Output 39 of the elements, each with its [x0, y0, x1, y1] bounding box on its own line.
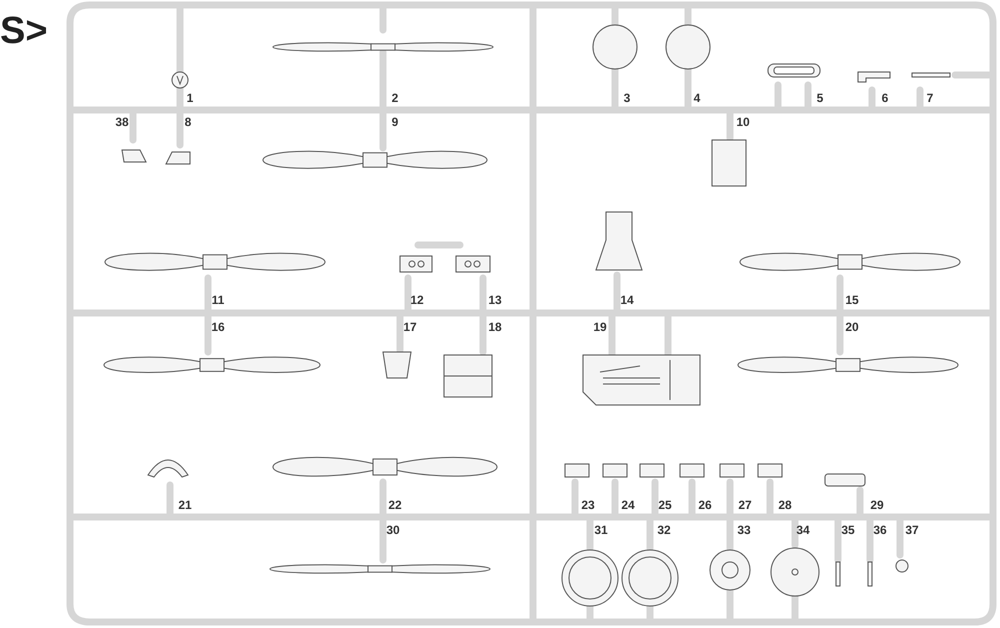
part-number: 25	[658, 499, 672, 511]
part-number: 33	[737, 524, 751, 536]
part-number: 38	[115, 116, 129, 128]
part-number: 32	[657, 524, 671, 536]
part-number: 27	[738, 499, 752, 511]
part-number: 3	[624, 92, 630, 104]
part-number: 7	[926, 92, 934, 104]
part-number: 37	[905, 524, 919, 536]
part-number: 4	[694, 92, 700, 104]
part-number: 36	[873, 524, 887, 536]
part-number: 2	[392, 92, 398, 104]
sprue-letter: S>	[0, 12, 48, 50]
part-number: 17	[403, 321, 417, 333]
part-number: 18	[488, 321, 502, 333]
part-number: 35	[841, 524, 855, 536]
part-number: 24	[621, 499, 635, 511]
part-number: 6	[882, 92, 888, 104]
part-number: 5	[816, 92, 824, 104]
part-number: 1	[186, 92, 194, 104]
part-number: 14	[620, 294, 634, 306]
part-number: 12	[410, 294, 424, 306]
part-number: 9	[392, 116, 398, 128]
part-number: 20	[845, 321, 859, 333]
part-number: 15	[845, 294, 859, 306]
part-number: 26	[698, 499, 712, 511]
part-number: 22	[388, 499, 402, 511]
part-number: 19	[593, 321, 607, 333]
part-number: 34	[796, 524, 810, 536]
part-number: 16	[211, 321, 225, 333]
part-number: 11	[212, 294, 224, 306]
part-number: 28	[778, 499, 792, 511]
part-number: 13	[488, 294, 502, 306]
part-number: 21	[178, 499, 192, 511]
part-number: 31	[594, 524, 608, 536]
part-number: 30	[386, 524, 400, 536]
part-number: 29	[870, 499, 884, 511]
part-number: 10	[736, 116, 750, 128]
part-number: 23	[581, 499, 595, 511]
part-number: 8	[184, 116, 192, 128]
